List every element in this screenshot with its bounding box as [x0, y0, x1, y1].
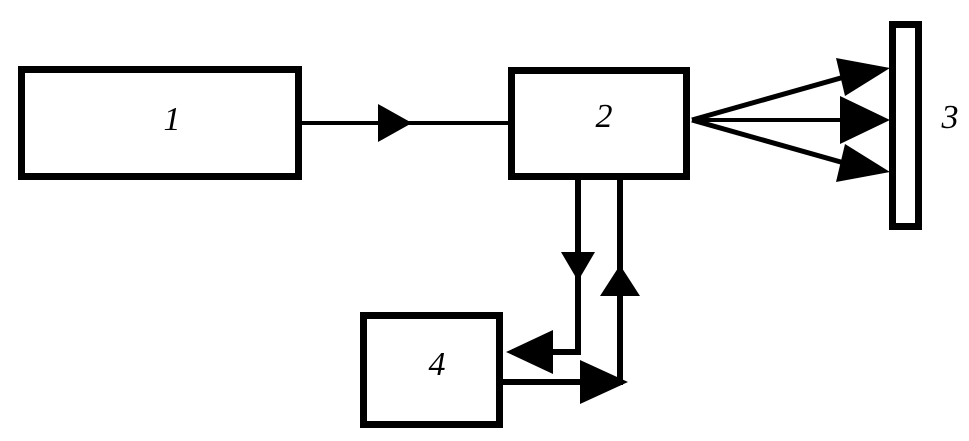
arrowhead-right-1-2 — [378, 104, 412, 142]
arrowhead-lower-2-3 — [836, 144, 890, 182]
arrowhead-left-2-4 — [506, 330, 553, 374]
connector-line-2-3-upper — [691, 69, 863, 123]
block-3-label: 3 — [941, 99, 959, 136]
connection-block2-to-block3-upper — [691, 58, 890, 123]
block-1[interactable]: 1 — [18, 66, 302, 180]
arrowhead-right-4-2 — [580, 360, 628, 404]
connector-line-2-3-lower — [691, 117, 863, 171]
block-2-rect[interactable] — [508, 67, 690, 180]
block-1-rect[interactable] — [18, 66, 302, 180]
connection-block2-to-block4 — [506, 180, 595, 374]
connection-block2-to-block3-middle — [692, 96, 890, 144]
block-3[interactable]: 3 — [889, 21, 959, 230]
block-2-label: 2 — [596, 98, 613, 135]
block-1-label: 1 — [164, 101, 181, 138]
connection-block1-to-block2 — [302, 104, 508, 142]
arrowhead-middle-2-3 — [840, 96, 890, 144]
block-2[interactable]: 2 — [508, 67, 690, 180]
arrowhead-upper-2-3 — [836, 58, 890, 96]
block-4-rect[interactable] — [360, 312, 503, 428]
connector-line-2-4 — [512, 180, 581, 355]
arrowhead-down-2-4 — [561, 252, 595, 281]
block-4-label: 4 — [429, 346, 446, 383]
connection-block2-to-block3-lower — [691, 117, 890, 182]
block-3-rect[interactable] — [889, 21, 922, 230]
connection-block4-to-block2 — [503, 180, 640, 404]
arrowhead-up-4-2 — [600, 265, 640, 296]
block-4[interactable]: 4 — [360, 312, 503, 428]
